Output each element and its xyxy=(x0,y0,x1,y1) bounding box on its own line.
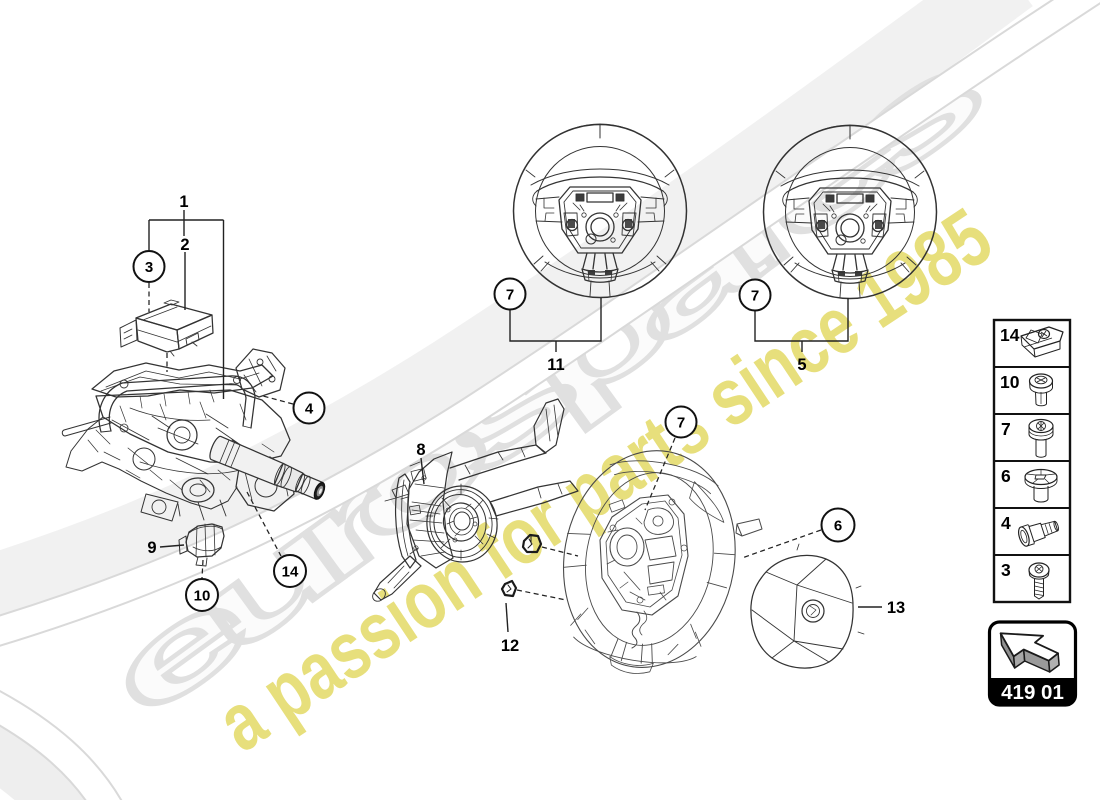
svg-text:14: 14 xyxy=(1000,325,1020,345)
svg-text:11: 11 xyxy=(547,356,564,374)
svg-text:10: 10 xyxy=(1000,372,1020,392)
svg-text:2: 2 xyxy=(180,236,189,254)
svg-text:9: 9 xyxy=(147,539,156,557)
svg-text:6: 6 xyxy=(834,518,842,535)
svg-text:4: 4 xyxy=(305,401,314,418)
svg-text:14: 14 xyxy=(282,564,299,581)
svg-text:7: 7 xyxy=(677,415,685,432)
svg-text:1: 1 xyxy=(179,193,188,211)
svg-text:8: 8 xyxy=(416,441,425,459)
svg-text:10: 10 xyxy=(194,588,211,605)
svg-text:6: 6 xyxy=(1001,466,1011,486)
svg-text:5: 5 xyxy=(797,356,806,374)
svg-text:7: 7 xyxy=(751,288,759,305)
svg-text:4: 4 xyxy=(1001,513,1011,533)
svg-text:3: 3 xyxy=(1001,560,1011,580)
svg-text:3: 3 xyxy=(145,259,153,276)
svg-text:12: 12 xyxy=(501,637,519,655)
svg-text:7: 7 xyxy=(1001,419,1011,439)
svg-text:419 01: 419 01 xyxy=(1001,681,1064,704)
svg-text:7: 7 xyxy=(506,287,514,304)
svg-text:13: 13 xyxy=(887,599,905,617)
